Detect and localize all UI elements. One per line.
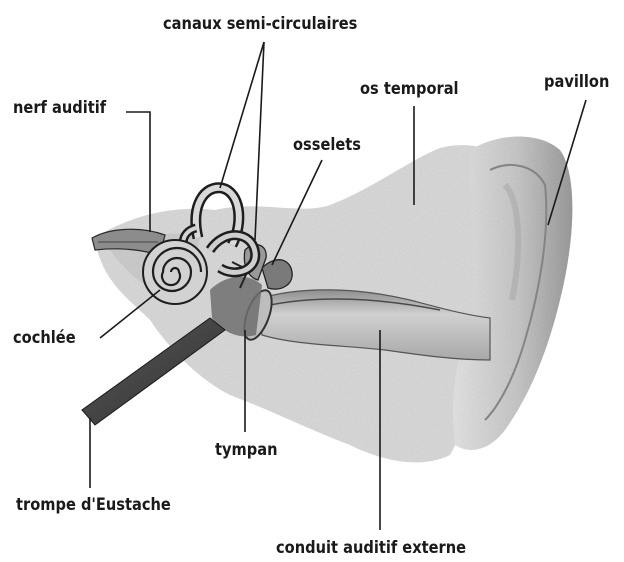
- label-nerf-auditif: nerf auditif: [13, 100, 106, 117]
- label-tympan: tympan: [215, 442, 277, 459]
- label-canaux-semi-circulaires: canaux semi-circulaires: [163, 16, 357, 33]
- cochlea-shape: [143, 240, 207, 304]
- label-osselets: osselets: [293, 137, 361, 154]
- label-cochlee: cochlée: [13, 330, 76, 347]
- label-conduit-auditif-externe: conduit auditif externe: [276, 540, 466, 557]
- canaux-leader-left: [220, 42, 264, 188]
- label-trompe-d-eustache: trompe d'Eustache: [16, 497, 171, 514]
- label-os-temporal: os temporal: [360, 81, 459, 98]
- nerf-leader: [126, 112, 150, 232]
- label-pavillon: pavillon: [544, 74, 609, 91]
